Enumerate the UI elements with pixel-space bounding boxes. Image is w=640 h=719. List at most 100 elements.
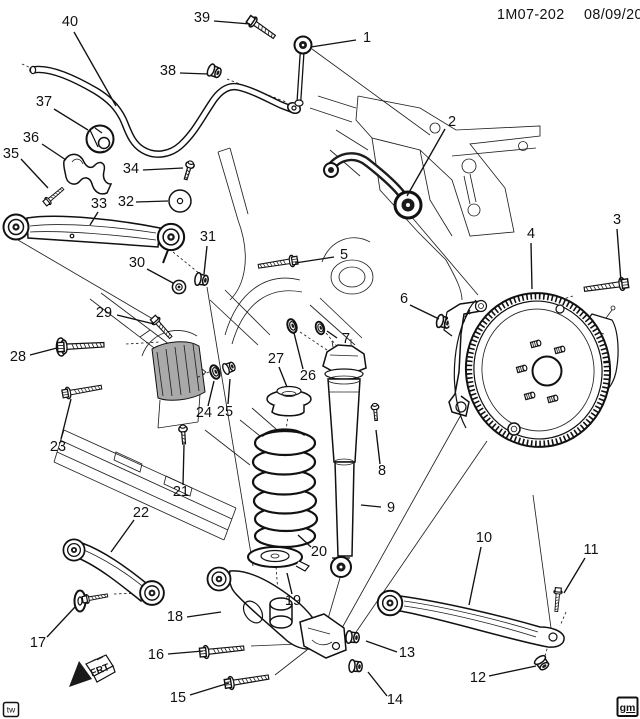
callout-number-15: 15 xyxy=(170,690,186,706)
callout-number-27: 27 xyxy=(268,351,284,367)
rear-subframe-art xyxy=(309,95,541,301)
callout-number-23: 23 xyxy=(50,439,66,455)
nut-25 xyxy=(220,359,238,376)
callout-leader-12 xyxy=(488,665,537,677)
callout-number-5: 5 xyxy=(340,247,348,263)
coil-spring xyxy=(251,428,319,549)
callout-number-30: 30 xyxy=(129,255,145,271)
callout-number-38: 38 xyxy=(160,63,176,79)
frame-bolt-5 xyxy=(256,253,299,273)
arm-bolt-16 xyxy=(198,640,246,660)
callout-number-31: 31 xyxy=(200,229,216,245)
shock-screw-8 xyxy=(370,402,381,422)
callout-leader-29 xyxy=(116,314,155,325)
callout-leader-23 xyxy=(60,398,72,440)
badge-tw-label: tw xyxy=(7,705,16,715)
callout-leader-5 xyxy=(294,256,335,264)
callout-number-10: 10 xyxy=(476,530,492,546)
knuckle xyxy=(443,299,488,417)
rod-nut-12 xyxy=(532,653,552,673)
drawing-date: 08/09/2023 xyxy=(584,7,640,23)
nut-14 xyxy=(347,658,364,674)
callout-leader-16 xyxy=(167,650,204,655)
callout-leader-6 xyxy=(409,304,440,320)
callout-leader-13 xyxy=(365,640,398,653)
stabilizer-link xyxy=(293,35,313,107)
callout-leader-33 xyxy=(89,211,99,226)
arm-grommet xyxy=(171,279,187,295)
callout-number-12: 12 xyxy=(470,670,486,686)
callout-number-26: 26 xyxy=(300,368,316,384)
arm-nut xyxy=(193,271,210,288)
callout-leader-35 xyxy=(20,158,49,189)
callout-number-1: 1 xyxy=(363,30,371,46)
callout-number-2: 2 xyxy=(448,114,456,130)
callout-number-13: 13 xyxy=(399,645,415,661)
callout-number-25: 25 xyxy=(217,404,233,420)
callout-number-32: 32 xyxy=(118,194,134,210)
callout-leader-38 xyxy=(179,72,209,75)
callout-leader-11 xyxy=(563,557,586,594)
rod-bolt-11 xyxy=(551,586,564,613)
drawing-header: 1M07-202 08/09/2023 xyxy=(497,7,640,23)
callout-leader-22 xyxy=(110,519,135,553)
callout-leader-19 xyxy=(286,572,293,595)
frame-bolt-28 xyxy=(55,337,106,357)
mount-washer-7 xyxy=(313,319,327,337)
callout-number-20: 20 xyxy=(311,544,327,560)
callout-leader-39 xyxy=(213,20,251,25)
callout-number-19: 19 xyxy=(285,593,301,609)
callout-leader-10 xyxy=(468,546,482,606)
callout-number-36: 36 xyxy=(23,130,39,146)
badge-gm-label: gm xyxy=(620,702,636,714)
callout-leader-20 xyxy=(297,534,312,548)
callout-number-4: 4 xyxy=(527,226,535,242)
callout-leader-25 xyxy=(227,378,231,405)
callout-leader-34 xyxy=(142,167,184,171)
callout-number-9: 9 xyxy=(387,500,395,516)
stabilizer-bushing xyxy=(85,124,115,154)
callout-leader-9 xyxy=(360,504,382,508)
body-screw-21 xyxy=(177,423,189,446)
callout-number-16: 16 xyxy=(148,647,164,663)
drawing-number: 1M07-202 xyxy=(497,7,565,23)
callout-number-29: 29 xyxy=(96,305,112,321)
stabilizer-link-nut xyxy=(205,62,224,81)
spring-lower-seat xyxy=(247,546,310,572)
callout-number-18: 18 xyxy=(167,609,183,625)
callout-number-3: 3 xyxy=(613,212,621,228)
callout-number-17: 17 xyxy=(30,635,46,651)
nut-13 xyxy=(344,629,361,645)
callout-leader-8 xyxy=(375,429,381,465)
vehicle-underbody-art xyxy=(53,147,374,541)
callout-leader-30 xyxy=(146,268,174,284)
stabilizer-bar xyxy=(29,65,302,158)
callout-number-21: 21 xyxy=(173,484,189,500)
trailing-rod xyxy=(376,589,565,648)
lower-control-arm xyxy=(206,566,347,659)
callout-leader-31 xyxy=(203,245,208,275)
arm-bolt-17 xyxy=(73,589,109,613)
projection-lines xyxy=(17,48,574,676)
callout-number-40: 40 xyxy=(62,14,78,30)
callout-leader-15 xyxy=(189,682,230,696)
callout-leader-28 xyxy=(29,347,58,356)
large-washer xyxy=(168,189,192,213)
callout-leader-3 xyxy=(616,228,622,283)
arm-bolt-15 xyxy=(223,669,271,692)
callout-leader-1 xyxy=(310,39,357,48)
callout-number-34: 34 xyxy=(123,161,139,177)
callout-number-7: 7 xyxy=(342,331,350,347)
mount-washer-26 xyxy=(284,316,300,336)
callout-leader-32 xyxy=(135,200,169,203)
callout-leader-27 xyxy=(278,366,288,388)
callout-leader-21 xyxy=(182,444,185,486)
callout-leader-17 xyxy=(46,606,76,638)
stabilizer-bracket-bolt xyxy=(41,184,67,208)
callout-leader-26 xyxy=(293,332,304,370)
badge-bottom-right: gm xyxy=(616,696,639,717)
callout-number-37: 37 xyxy=(36,94,52,110)
